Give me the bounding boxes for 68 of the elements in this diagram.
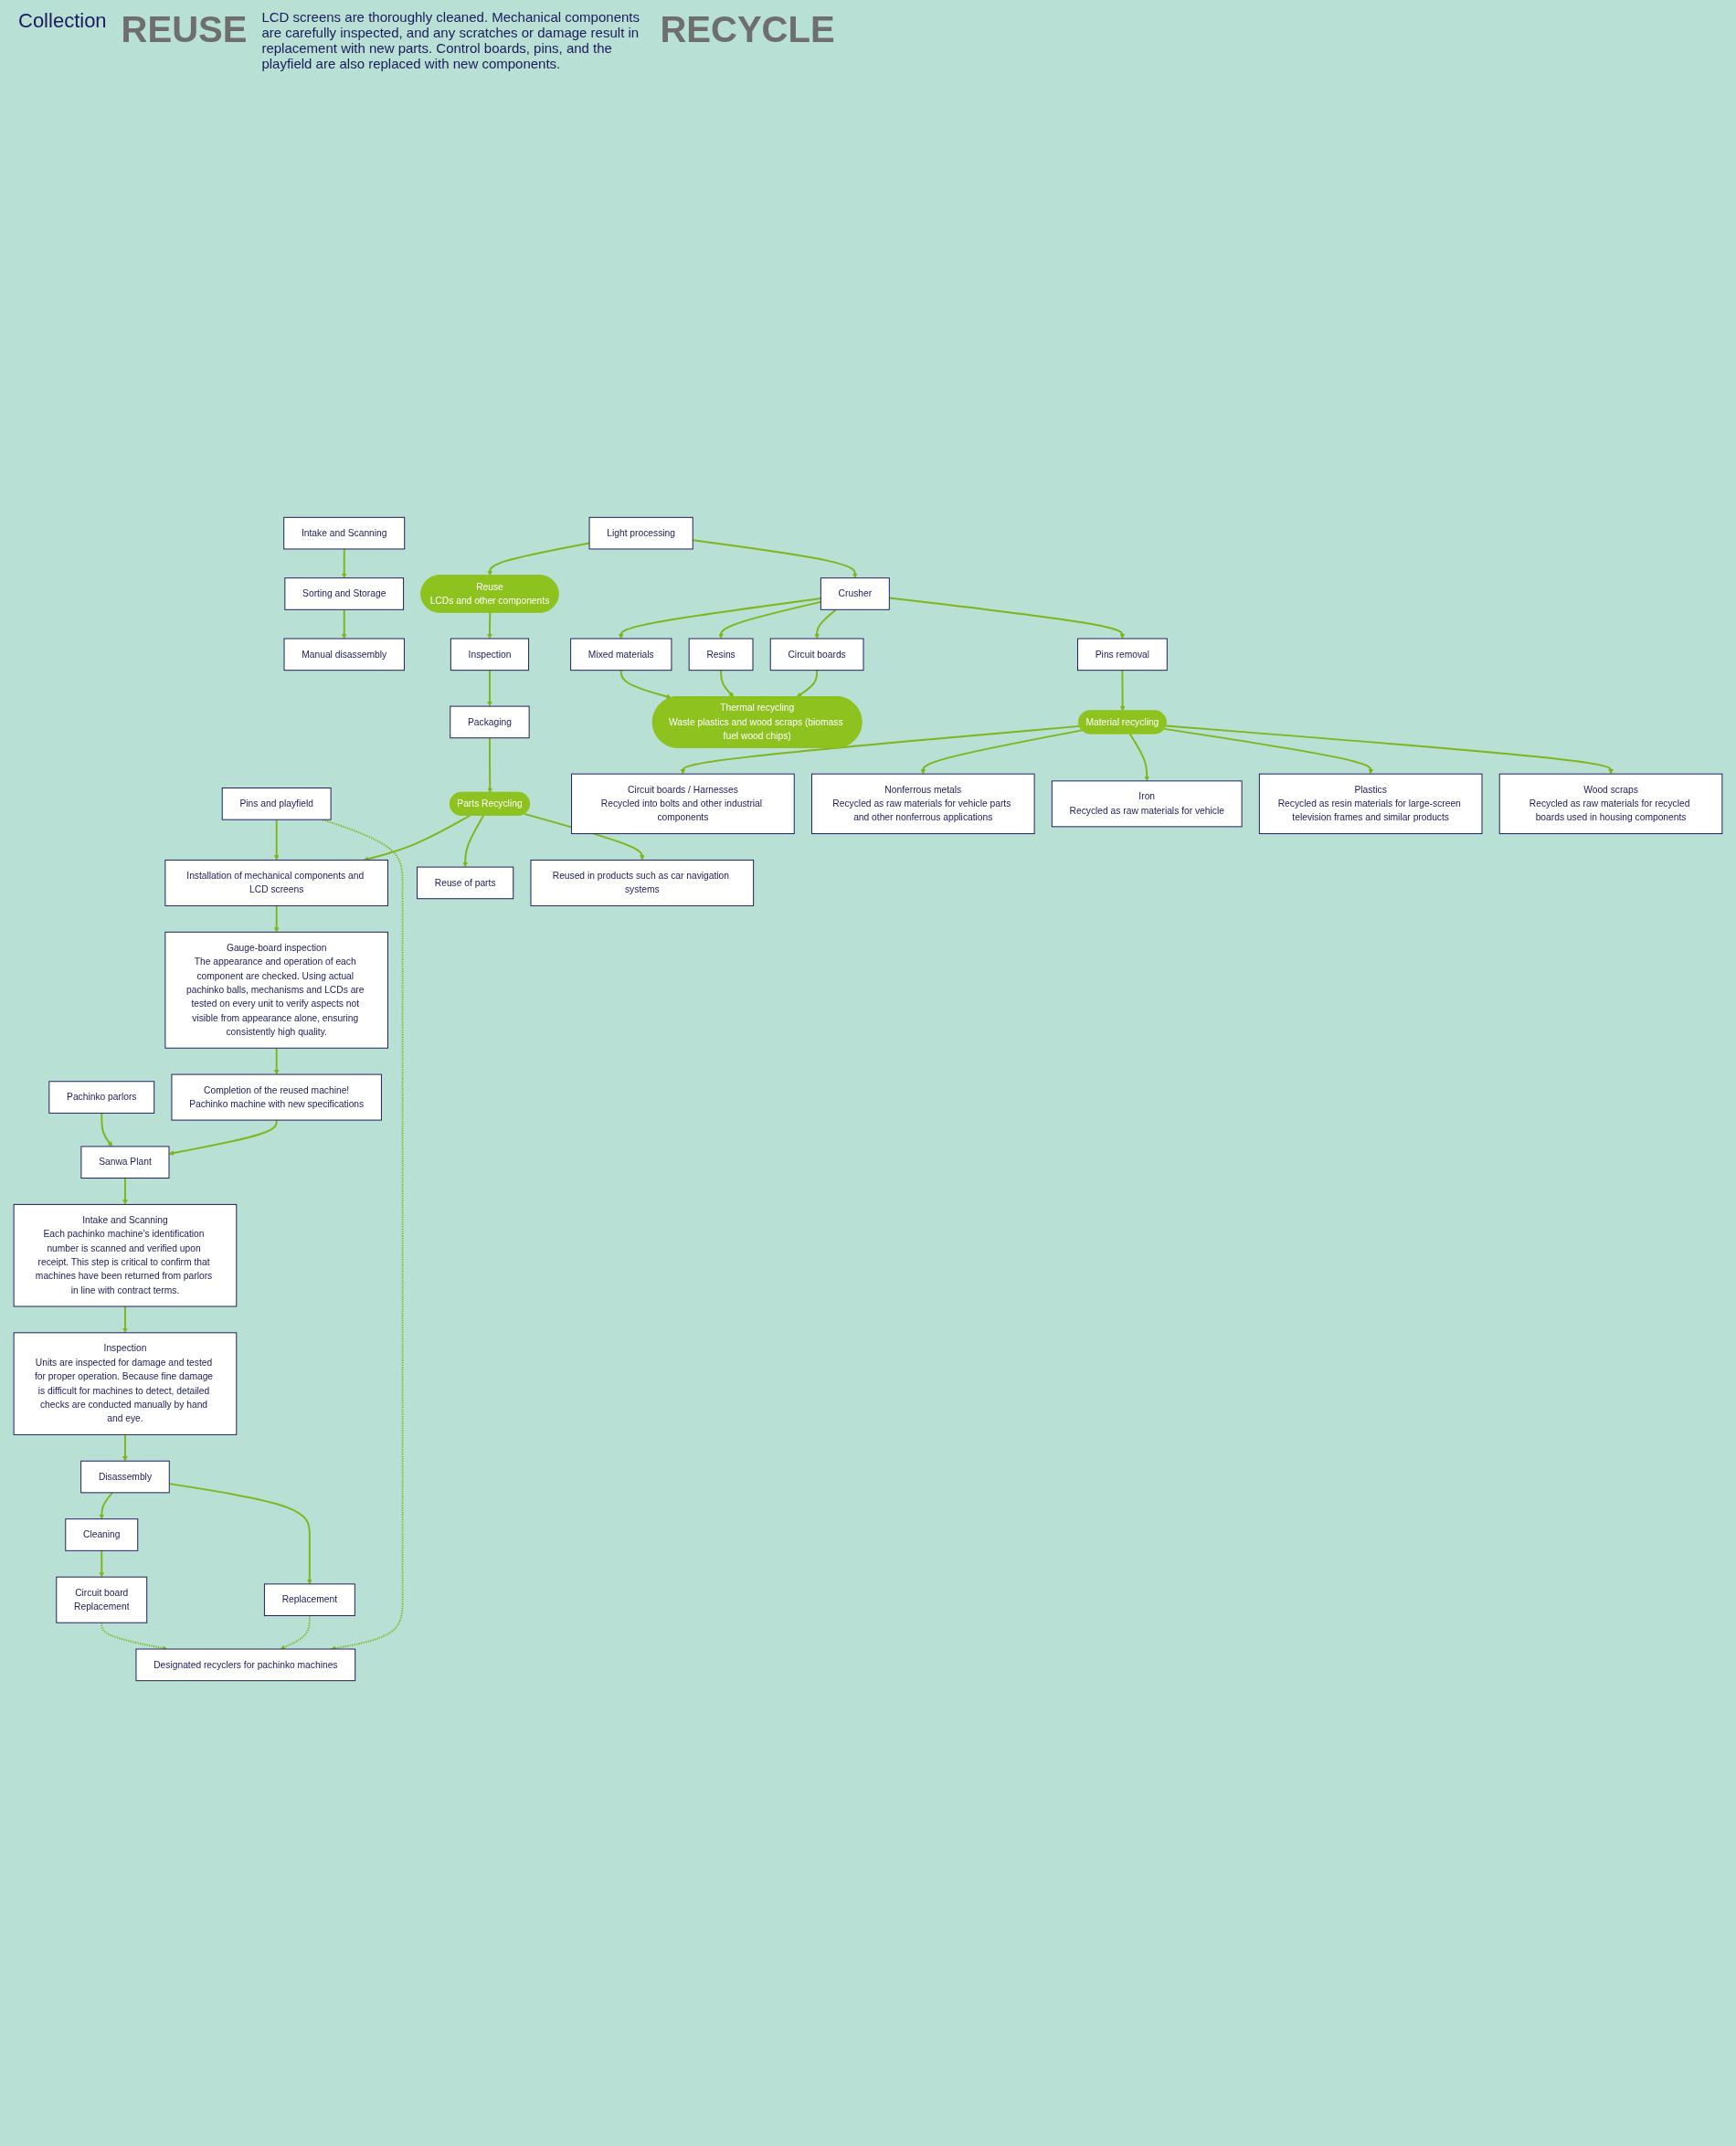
node-box: Installation of mechanical components and LCD screens [164,859,388,906]
node-box: Mixed materials [570,638,672,671]
node-box: Replacement [263,1583,355,1616]
arrow [273,904,280,933]
node-box: Disassembly [80,1460,170,1494]
node-box: Circuit boards [769,638,864,671]
arrow [619,669,672,700]
node-box: Packaging [450,705,530,739]
section-watermark-title: REUSE [121,9,248,50]
arrow [1128,733,1150,782]
arrow [618,597,822,640]
node-box: Nonferrous metals Recycled as raw materials for vehicle parts and other nonferrous applications [810,773,1035,835]
node-box: Light processing [588,516,693,550]
arrow [462,814,485,868]
arrow [363,814,471,862]
arrow [1119,669,1126,712]
node-box: Circuit boards / Harnesses Recycled into bolts and other industrial components [571,773,795,835]
section-watermark-title: RECYCLE [660,9,835,50]
node-box: Cleaning [65,1518,139,1551]
node-box: Intake and Scanning [283,516,406,550]
node-box: Wood scraps Recycled as raw materials for recycled boards used in housing components [1498,773,1723,835]
arrow [341,548,347,578]
arrow [341,608,347,640]
node-box: Plastics Recycled as resin materials for large-screen television frames and similar products [1258,773,1483,835]
node-box: Sanwa Plant [80,1146,170,1179]
arrow [920,729,1084,775]
arrow [814,608,837,640]
node-box: Pachinko parlors [48,1081,155,1114]
arrow [718,600,822,640]
node-box: Intake and Scanning Each pachinko machine’s identification number is scanned and verified upon receipt. This step is critical to confirm that machines have been returned from parlors in line with contract terms. [13,1203,238,1307]
node-box: Iron Recycled as raw materials for vehicle [1051,780,1243,828]
node-box: Inspection [450,638,530,671]
node-box: Completion of the reused machine! Pachinko machine with new specifications [171,1073,382,1121]
arrow [487,611,492,640]
arrow [487,736,493,793]
arrow [692,539,858,578]
node-box: Sorting and Storage [284,577,405,610]
arrow [122,1306,128,1334]
arrow [168,1483,312,1585]
node-box: Reuse of parts [417,866,514,900]
node-box: Gauge-board inspection The appearance and operation of each component are checked. Using actual pachinko balls, mechanisms and LCDs are tested on every unit to verify aspects not visible from appearance alone, ensuring consistently high quality. [164,931,388,1049]
node-box: Inspection Units are inspected for damage and tested for proper operation. Because fine damage is difficult for machines to detect, detailed checks are conducted manually by hand and eye. [13,1332,238,1435]
arrow [796,669,819,698]
arrow [273,1047,280,1075]
arrow [720,669,735,698]
node-box: Manual disassembly [283,638,405,671]
arrow [273,819,280,861]
arrow [487,669,492,707]
arrow [99,1491,113,1519]
section-heading: Collection [18,9,107,33]
node-box: Resins [688,638,754,671]
node-box: Designated recyclers for pachinko machines [135,1648,356,1682]
arrow [680,724,1081,775]
node-box: Crusher [820,577,890,610]
arrow [888,597,1126,640]
note-text: LCD screens are thoroughly cleaned. Mechanical components are carefully inspected, and any scratches or damage result in replacement with new parts. Control boards, pins, and the playfield are also replaced with new components. [261,9,640,71]
arrow [168,1119,278,1156]
node-box: Circuit board Replacement [56,1576,148,1623]
arrow [1163,727,1373,775]
arrow [122,1177,128,1205]
arrow [101,1112,113,1147]
node-box: Pins removal [1077,638,1168,671]
node-box: Pins and playfield [221,788,332,820]
node-box: Reused in products such as car navigation systems [530,859,755,906]
arrow [99,1549,105,1578]
arrow [487,542,590,576]
arrow [1165,724,1614,775]
arrow [122,1433,128,1462]
